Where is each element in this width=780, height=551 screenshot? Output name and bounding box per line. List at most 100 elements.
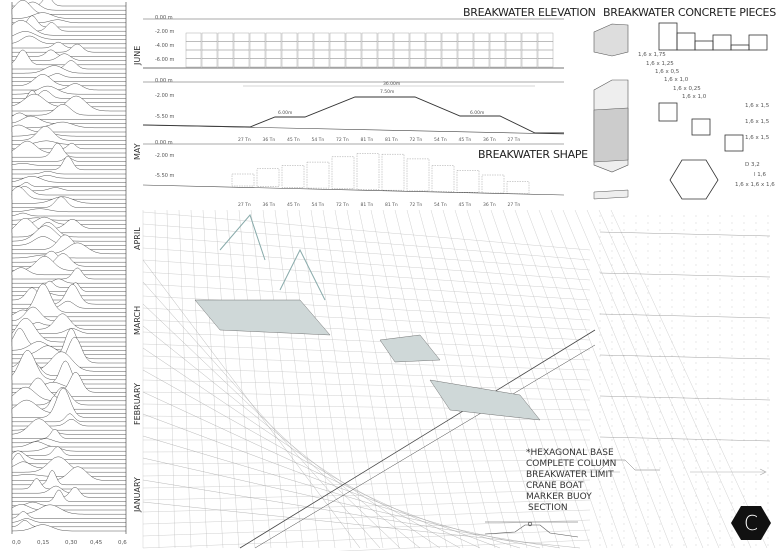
- elevation-title: BREAKWATER ELEVATION: [463, 6, 596, 19]
- tonnage-label: 72 Tn: [336, 202, 349, 208]
- ridgeline: [11, 418, 126, 435]
- level-label: 0.00 m: [155, 140, 173, 146]
- month-label: JANUARY: [133, 477, 142, 513]
- ridgeline: [12, 65, 126, 74]
- hexagon-spec: D 3,2: [745, 162, 760, 168]
- tonnage-label: 81 Tn: [361, 137, 374, 143]
- ridgeline: [12, 155, 126, 171]
- ridgeline: [12, 43, 126, 53]
- piece-size: 1,6 x 1,0: [664, 77, 689, 83]
- piece-size: 1,6 x 0,25: [673, 86, 701, 92]
- shape-title: BREAKWATER SHAPE: [478, 148, 588, 161]
- level-label: 0.00 m: [155, 78, 173, 84]
- legend-item: SECTION: [528, 503, 568, 513]
- ridgeline: [12, 104, 126, 116]
- ridgeline: [11, 140, 126, 154]
- ridge-axis-ticks: 0,0 0,15 0,30 0,45 0,6: [12, 540, 127, 546]
- month-label: JUNE: [133, 46, 142, 66]
- ridgeline: [12, 441, 126, 448]
- legend-item: MARKER BUOY: [526, 492, 592, 502]
- ridgeline: [11, 176, 126, 183]
- ridgeline: [11, 520, 126, 528]
- tonnage-label: 36 Tn: [263, 202, 276, 208]
- ridgeline: [12, 489, 126, 502]
- tick-label: 0,15: [37, 540, 50, 546]
- tonnage-label: 54 Tn: [312, 202, 325, 208]
- legend-item: CRANE BOAT: [526, 481, 584, 491]
- tonnage-label: 27 Tn: [238, 137, 251, 143]
- ridgeline: [12, 267, 126, 280]
- tonnage-label: 45 Tn: [459, 202, 472, 208]
- level-label: -5.50 m: [155, 114, 175, 120]
- ridgeline: [12, 387, 126, 418]
- piece-size: 1,6 x 0,5: [655, 69, 680, 75]
- dimension-label: 36.00m: [383, 81, 400, 87]
- ridgeline: [11, 504, 126, 511]
- tonnage-label: 81 Tn: [385, 202, 398, 208]
- ridgeline: [12, 234, 126, 250]
- ridgeline: [12, 429, 126, 439]
- ridgeline: [12, 413, 126, 423]
- legend-item: COMPLETE COLUMN: [526, 459, 616, 469]
- pieces-title: BREAKWATER CONCRETE PIECES: [603, 6, 776, 19]
- logo-hexagon: C: [731, 506, 771, 540]
- tonnage-label: 72 Tn: [410, 202, 423, 208]
- ridgeline: [12, 501, 126, 507]
- month-label: APRIL: [133, 227, 142, 250]
- piece-size: 1,6 x 1,0: [682, 94, 707, 100]
- ridgeline: [12, 196, 126, 204]
- ridgeline: [12, 74, 126, 87]
- dimension-label: 6.00m: [470, 110, 484, 116]
- column-size: 1,6 x 1,5: [745, 103, 770, 109]
- ridgeline: [12, 78, 126, 82]
- level-label: -2.00 m: [155, 29, 175, 35]
- tonnage-label: 27 Tn: [508, 202, 521, 208]
- ridgeline: [12, 256, 126, 271]
- ridgeline: [12, 283, 126, 313]
- ridgeline: [12, 142, 126, 158]
- ridgeline: [11, 511, 126, 519]
- ridgeline: [12, 478, 126, 490]
- arrow-right-icon: [759, 468, 767, 476]
- ridgeline: [11, 124, 126, 133]
- ridgeline: [12, 125, 126, 141]
- logo-letter: C: [744, 511, 758, 535]
- piece-size: 1,6 x 1,75: [638, 52, 666, 58]
- tonnage-label: 36 Tn: [483, 202, 496, 208]
- ridgeline: [12, 360, 126, 385]
- ridgeline: [12, 445, 126, 452]
- wave-ridgeline-chart: 0,0 0,15 0,30 0,45 0,6 JUNE MAY APRIL MA…: [11, 0, 142, 546]
- level-label: -2.00 m: [155, 93, 175, 99]
- concrete-pieces: BREAKWATER CONCRETE PIECES 1,6 x 1,75 1,…: [593, 6, 777, 200]
- ridgeline: [12, 121, 126, 129]
- map-legend: *HEXAGONAL BASE COMPLETE COLUMN BREAKWAT…: [484, 448, 616, 538]
- tonnage-label: 36 Tn: [483, 137, 496, 143]
- ridgeline: [12, 278, 126, 284]
- tonnage-label: 72 Tn: [336, 137, 349, 143]
- axonometric-site-plan: [142, 209, 771, 551]
- column-size: 1,6 x 1,5: [745, 135, 770, 141]
- tonnage-label: 54 Tn: [434, 137, 447, 143]
- month-label: MAY: [133, 143, 142, 160]
- level-label: -6.00 m: [155, 57, 175, 63]
- level-label: 0.00 m: [155, 15, 173, 21]
- ridgeline: [12, 446, 126, 456]
- ridgeline: [12, 418, 126, 427]
- ridgeline: [12, 242, 126, 255]
- ridgeline: [12, 487, 126, 498]
- ridgeline: [12, 182, 126, 187]
- ridgeline: [12, 438, 126, 444]
- ridgeline: [12, 41, 126, 49]
- legend-item: *HEXAGONAL BASE: [526, 448, 614, 458]
- ridgeline: [11, 0, 126, 15]
- dimension-label: 7.50m: [380, 89, 394, 95]
- tonnage-label: 36 Tn: [263, 137, 276, 143]
- tonnage-label: 27 Tn: [238, 202, 251, 208]
- tonnage-label: 54 Tn: [434, 202, 447, 208]
- ridgeline: [11, 524, 126, 532]
- ridgeline: [12, 83, 126, 91]
- breakwater-elevation: BREAKWATER ELEVATION 0.00 m -2.00 m -4.0…: [142, 6, 596, 208]
- ridgeline: [11, 218, 126, 234]
- tick-label: 0,0: [12, 540, 21, 546]
- tick-label: 0,45: [90, 540, 103, 546]
